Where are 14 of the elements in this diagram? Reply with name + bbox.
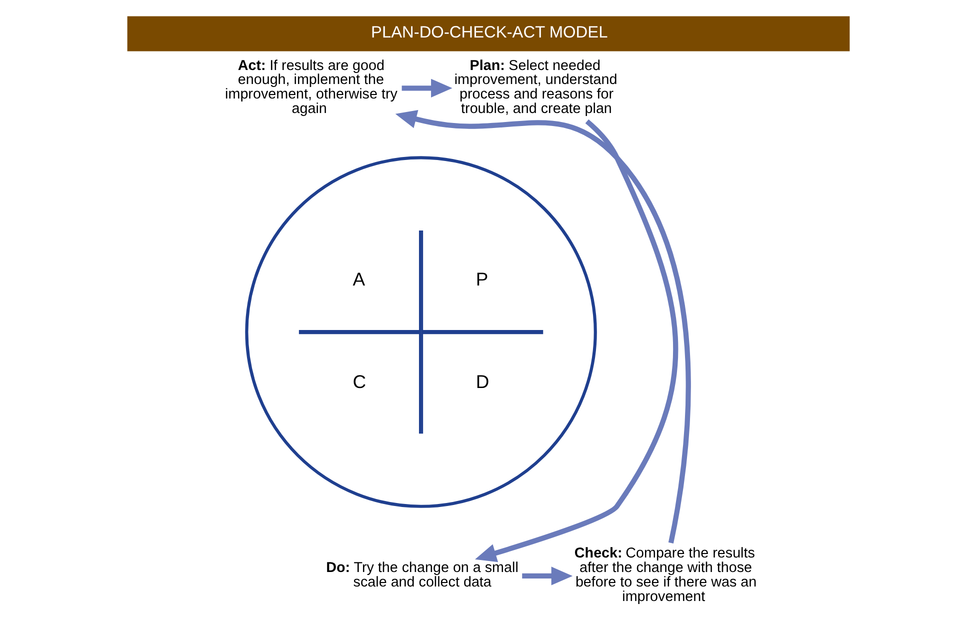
node-text: Check: Compare the results after the change with those before to see if there was an improvement (574, 546, 757, 605)
cluster (245, 156, 597, 508)
node-text: D (476, 370, 490, 392)
node-text: Do: Try the change on a small scale and collect data (326, 560, 518, 590)
node-text: Act: If results are good enough, implement the improvement, otherwise try again (225, 58, 398, 117)
node-text: Plan: Select needed improvement, understand process and reasons for trouble, and create plan (454, 58, 618, 117)
diagram-title: PLAN-DO-CHECK-ACT MODEL (371, 24, 608, 42)
arrow (475, 119, 678, 562)
arrow (395, 110, 691, 544)
node-text: P (476, 268, 488, 290)
node-text: C (352, 370, 366, 392)
arrow (522, 566, 573, 586)
node-text: A (352, 268, 366, 290)
arrow (402, 78, 452, 98)
